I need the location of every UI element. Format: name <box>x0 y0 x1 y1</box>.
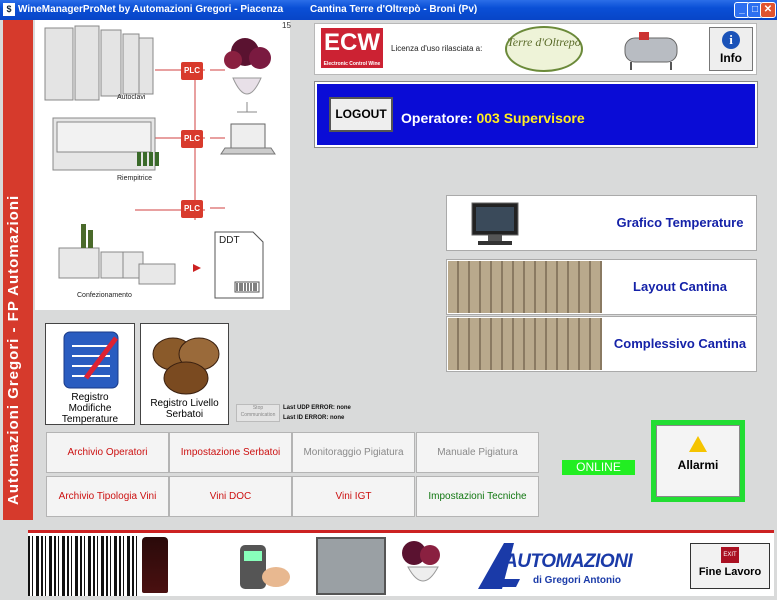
plc-badge: PLC <box>181 62 203 80</box>
exit-icon: EXIT <box>721 547 739 563</box>
ecw-logo-subtitle: Electronic Control Wine <box>323 61 381 67</box>
operator-label: Operatore: 003 Supervisore <box>401 110 585 126</box>
ecw-logo: ECW Electronic Control Wine <box>321 28 383 68</box>
monitor-image <box>316 537 386 595</box>
grape-glass-image <box>402 541 440 582</box>
registro-livello-line1: Registro Livello <box>150 398 219 409</box>
stop-communication-line2: Communication <box>240 412 276 418</box>
autoclavi-label: Autoclavi <box>117 94 146 101</box>
riempitrice-label: Riempitrice <box>117 175 153 182</box>
layout-cantina-label: Layout Cantina <box>633 279 727 294</box>
fine-lavoro-button[interactable]: EXIT Fine Lavoro <box>690 543 770 589</box>
plant-illustration <box>44 25 276 299</box>
automazioni-title: AUTOMAZIONI <box>504 551 633 572</box>
press-machine-image <box>624 32 678 70</box>
allarmi-inner: Allarmi <box>656 425 740 497</box>
online-status-badge: ONLINE <box>562 460 635 475</box>
operator-bar: LOGOUT Operatore: 003 Supervisore <box>314 81 758 148</box>
info-button[interactable]: i Info <box>709 27 753 71</box>
grafico-temperature-button[interactable]: Grafico Temperature <box>446 195 757 251</box>
registro-modifiche-line3: Temperature <box>61 414 119 425</box>
archivio-operatori-button[interactable]: Archivio Operatori <box>46 432 169 473</box>
grafico-temperature-label: Grafico Temperature <box>616 215 744 230</box>
brand-sidebar: Automazioni Gregori - FP Automazioni <box>3 20 33 520</box>
complessivo-cantina-button[interactable]: Complessivo Cantina <box>446 316 757 372</box>
cellar-photo <box>448 261 602 313</box>
registro-livello-line2: Serbatoi <box>165 409 204 420</box>
manuale-pigiatura-button[interactable]: Manuale Pigiatura <box>416 432 539 473</box>
operator-prefix: Operatore: <box>401 110 473 126</box>
stop-communication-line1: Stop <box>252 405 264 411</box>
barrels-icon <box>152 337 220 395</box>
allarmi-button[interactable]: Allarmi <box>651 420 745 502</box>
impostazione-serbatoi-button[interactable]: Impostazione Serbatoi <box>169 432 292 473</box>
page-number: 15 <box>282 21 291 30</box>
registro-modifiche-line1: Registro <box>71 392 109 403</box>
window-subtitle: Cantina Terre d'Oltrepò - Broni (Pv) <box>310 4 478 15</box>
registro-modifiche-temperature-button[interactable]: Registro Modifiche Temperature <box>45 323 135 425</box>
license-header: ECW Electronic Control Wine Licenza d'us… <box>314 23 757 75</box>
cellar-photo <box>448 318 602 370</box>
vini-igt-button[interactable]: Vini IGT <box>292 476 415 517</box>
footer-banner: AUTOMAZIONI di Gregori Antonio EXIT Fine… <box>28 530 774 596</box>
udp-error-text: Last UDP ERROR: none <box>283 405 351 411</box>
plant-diagram: PLC PLC PLC Autoclavi Riempitrice Confez… <box>35 20 290 310</box>
allarmi-label: Allarmi <box>677 458 719 472</box>
wine-bottle-image <box>142 537 168 593</box>
fine-lavoro-label: Fine Lavoro <box>698 566 762 578</box>
window-title: WineManagerProNet by Automazioni Gregori… <box>18 4 284 15</box>
stop-communication-button[interactable]: Stop Communication <box>236 404 280 422</box>
logout-button[interactable]: LOGOUT <box>329 97 393 132</box>
impostazioni-tecniche-button[interactable]: Impostazioni Tecniche <box>416 476 539 517</box>
terre-oltrepo-logo: Terre d'Oltrepò <box>505 26 583 72</box>
automazioni-logo: AUTOMAZIONI di Gregori Antonio <box>468 539 633 593</box>
ddt-label: DDT <box>219 235 240 246</box>
automazioni-subtitle: di Gregori Antonio <box>533 575 621 586</box>
plc-badge: PLC <box>181 200 203 218</box>
confezionamento-label: Confezionamento <box>77 292 132 299</box>
automazioni-a-mark <box>478 543 520 589</box>
warning-icon <box>689 436 707 452</box>
barcode-scanner-image <box>240 545 290 589</box>
plc-badge: PLC <box>181 130 203 148</box>
monitoraggio-pigiatura-button[interactable]: Monitoraggio Pigiatura <box>292 432 415 473</box>
registro-livello-serbatoi-button[interactable]: Registro Livello Serbatoi <box>140 323 229 425</box>
info-button-label: Info <box>720 51 742 65</box>
operator-value: 003 Supervisore <box>476 110 585 126</box>
info-icon: i <box>722 31 740 49</box>
license-text: Licenza d'uso rilasciata a: <box>391 44 483 53</box>
notepad-icon <box>63 331 119 389</box>
archivio-tipologia-vini-button[interactable]: Archivio Tipologia Vini <box>46 476 169 517</box>
app-icon: $ <box>3 3 15 16</box>
barcode-image <box>28 536 138 596</box>
layout-cantina-button[interactable]: Layout Cantina <box>446 259 757 315</box>
complessivo-cantina-label: Complessivo Cantina <box>613 336 747 351</box>
close-button[interactable]: ✕ <box>760 2 776 18</box>
monitor-icon <box>448 197 602 249</box>
id-error-text: Last ID ERROR: none <box>283 415 345 421</box>
sidebar-vertical-text: Automazioni Gregori - FP Automazioni <box>5 194 22 505</box>
ecw-logo-text: ECW <box>324 29 380 56</box>
registro-modifiche-line2: Modifiche <box>68 403 112 414</box>
vini-doc-button[interactable]: Vini DOC <box>169 476 292 517</box>
title-bar: $ WineManagerProNet by Automazioni Grego… <box>0 0 777 20</box>
